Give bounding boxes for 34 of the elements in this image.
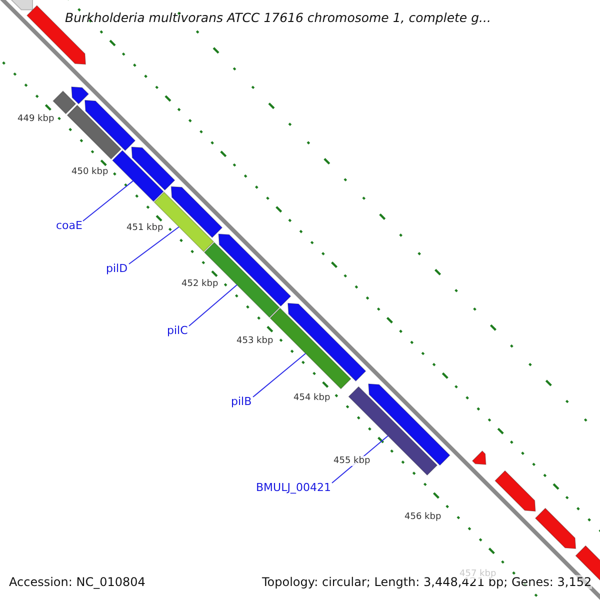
info-text: Accession: NC_010804 <box>9 575 146 589</box>
gene-block <box>494 470 536 512</box>
scale-label: 455 kbp <box>334 456 370 466</box>
gene-label: coaE <box>56 218 82 232</box>
gene-block <box>204 242 280 318</box>
leader-line <box>188 284 238 326</box>
leader-line <box>128 226 180 264</box>
gene-label: pilC <box>167 324 188 336</box>
scale-label: 450 kbp <box>72 167 108 177</box>
scale-label: 453 kbp <box>236 336 274 346</box>
gene-block <box>472 450 486 465</box>
gene-block <box>52 90 76 114</box>
scale-label: 451 kbp <box>126 223 164 233</box>
gene-block <box>131 146 176 191</box>
scale-label: 456 kbp <box>404 512 442 522</box>
gene-block <box>112 150 164 202</box>
gene-block <box>66 104 122 160</box>
gene-block <box>218 234 292 307</box>
gene-block <box>287 302 366 382</box>
scale-label: 452 kbp <box>182 279 218 289</box>
gene-block <box>84 100 136 152</box>
leader-line <box>82 180 134 222</box>
gene-block <box>348 386 438 476</box>
leader-line <box>252 352 306 398</box>
gene-block <box>534 508 576 550</box>
gene-label: BMULJ_00421 <box>256 480 331 494</box>
gene-label: pilB <box>231 394 252 408</box>
scale-label: 454 kbp <box>294 393 330 403</box>
gene-block <box>170 186 223 238</box>
info-text: Topology: circular; Length: 3,448,421 bp; Genes: 3,152 <box>262 575 592 589</box>
title: Burkholderia multivorans ATCC 17616 chromosome 1, complete g... <box>65 10 491 25</box>
scale-label: 449 kbp <box>18 114 54 124</box>
gene-label: pilD <box>106 262 128 274</box>
gene-block <box>368 383 450 466</box>
